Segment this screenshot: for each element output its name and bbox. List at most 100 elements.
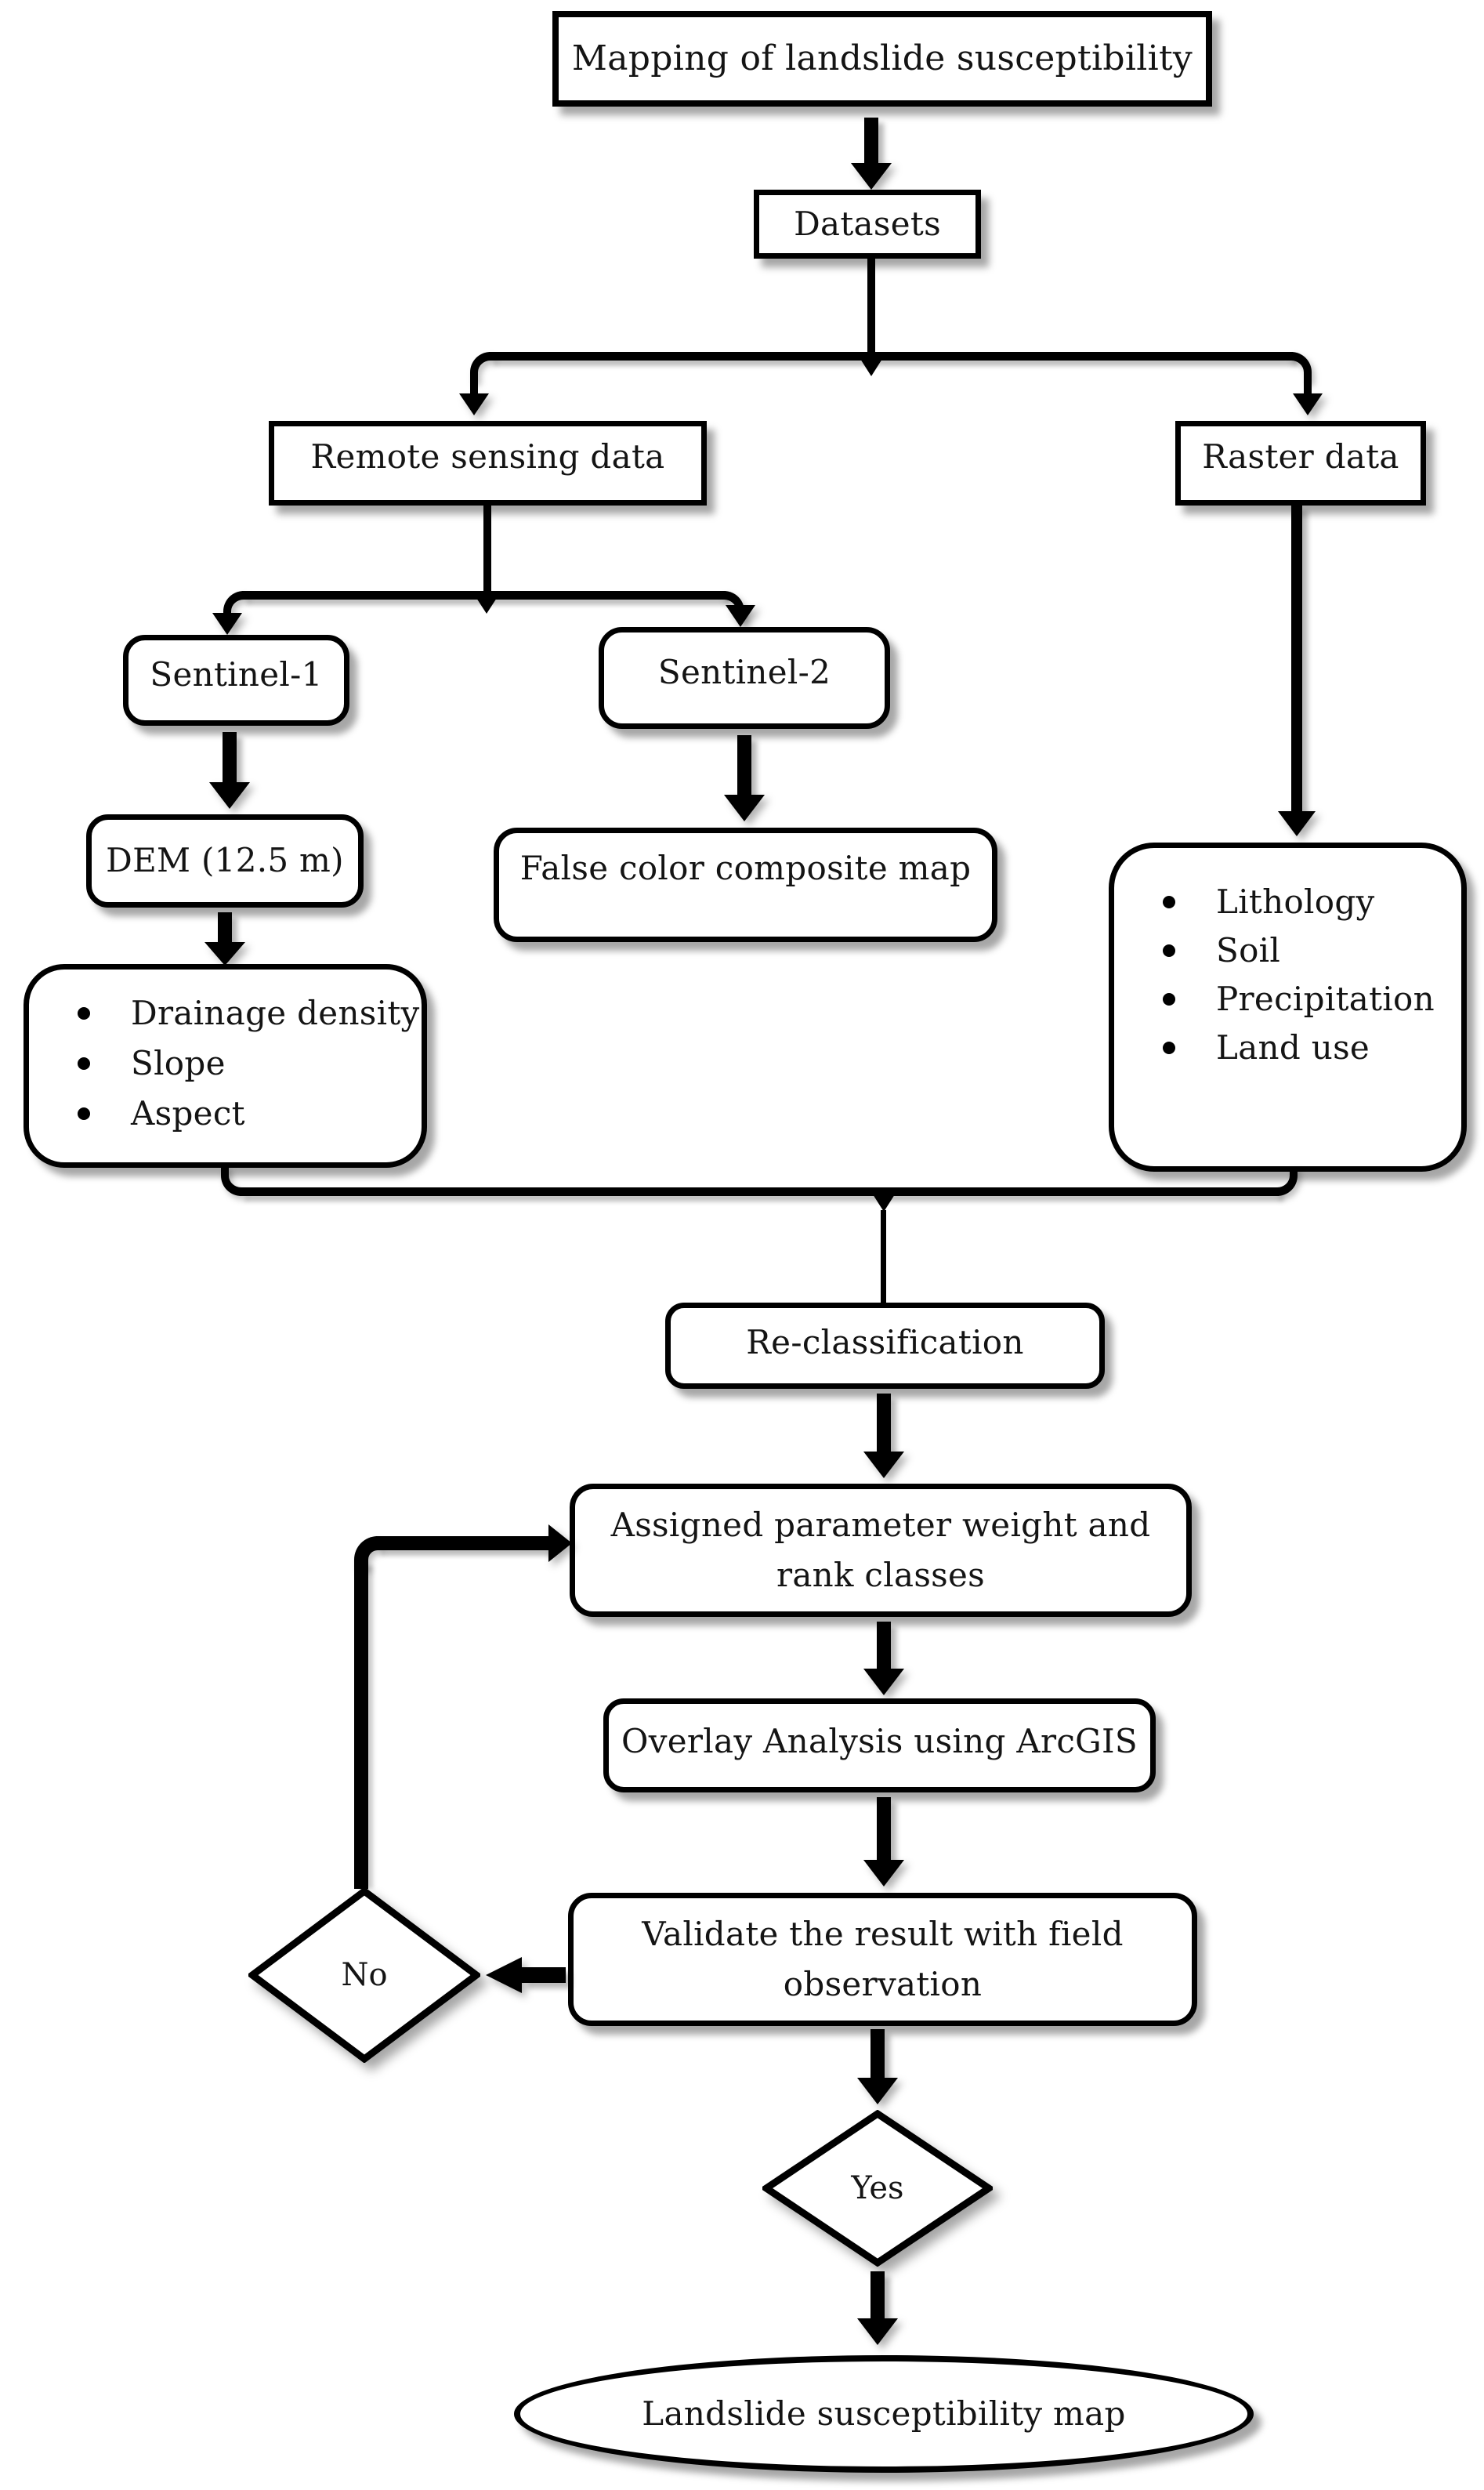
- loop-vline: [354, 1566, 368, 1889]
- node-raster-layers-list: Lithology Soil Precipitation Land use: [1109, 843, 1467, 1172]
- list-item-label: Lithology: [1216, 882, 1375, 921]
- list-item-label: Precipitation: [1216, 979, 1435, 1018]
- list-item-label: Aspect: [131, 1093, 245, 1133]
- split1-right-stub: [1304, 379, 1312, 395]
- arrow-s1-dem-stem: [223, 732, 237, 782]
- split2-hbar: [242, 591, 726, 600]
- arrow-s1-dem-head: [209, 782, 250, 809]
- arrow-assigned-overlay-head: [863, 1669, 904, 1695]
- split2-corner-left: [223, 591, 245, 621]
- list-item: Land use: [1114, 1024, 1370, 1072]
- arrow-s2-false-head: [724, 795, 765, 821]
- bullet-dot: [1163, 896, 1175, 908]
- no-diamond-label: No: [341, 1957, 388, 1993]
- split2-center-tail: [476, 598, 497, 614]
- bullet-dot: [78, 1057, 90, 1070]
- arrow-validate-no-stem: [522, 1967, 566, 1983]
- yes-diamond: Yes: [762, 2110, 993, 2267]
- node-reclassification: Re-classification: [665, 1303, 1105, 1389]
- node-output-map-label: Landslide susceptibility map: [642, 2394, 1126, 2433]
- node-datasets: Datasets: [754, 190, 981, 259]
- split1-center-tail: [860, 359, 882, 376]
- arrow-raster-bullets-head: [1278, 811, 1316, 836]
- node-title: Mapping of landslide susceptibility: [552, 11, 1212, 107]
- list-item-label: Slope: [131, 1043, 226, 1082]
- node-sentinel1: Sentinel-1: [123, 635, 349, 726]
- arrow-s2-false-stem: [737, 735, 751, 795]
- node-dem: DEM (12.5 m): [86, 814, 364, 908]
- list-item: Slope: [29, 1038, 226, 1089]
- list-item-label: Soil: [1216, 930, 1281, 970]
- arrow-assigned-overlay-stem: [877, 1622, 891, 1669]
- split2-right-head: [726, 605, 755, 627]
- node-overlay-analysis-label: Overlay Analysis using ArcGIS: [621, 1721, 1138, 1760]
- validate-line1: Validate the result with field: [642, 1915, 1124, 1953]
- arrow-dem-bullets-stem: [218, 912, 232, 942]
- loop-hline: [376, 1536, 548, 1550]
- list-item: Drainage density: [29, 988, 420, 1038]
- split1-left-stub: [470, 379, 478, 395]
- node-remote-sensing-label: Remote sensing data: [310, 437, 665, 476]
- merge-corner-left: [221, 1166, 241, 1196]
- bullet-dot: [1163, 993, 1175, 1006]
- no-diamond: No: [248, 1887, 480, 2063]
- arrow-validate-yes-head: [857, 2078, 898, 2104]
- bullet-dot: [1163, 944, 1175, 957]
- line-raster-bullets: [1291, 506, 1302, 811]
- list-item-label: Drainage density: [131, 993, 420, 1032]
- split1-right-head: [1293, 393, 1323, 415]
- arrow-reclass-assigned-stem: [877, 1394, 891, 1452]
- node-overlay-analysis: Overlay Analysis using ArcGIS: [603, 1698, 1156, 1792]
- merge-center-tail: [873, 1194, 895, 1212]
- list-item-label: Land use: [1216, 1028, 1370, 1067]
- assigned-line1: Assigned parameter weight and: [610, 1506, 1151, 1544]
- split1-hbar: [489, 352, 1293, 361]
- node-dem-derived-list: Drainage density Slope Aspect: [24, 964, 427, 1168]
- split2-left-head: [212, 613, 242, 635]
- arrow-dem-bullets-head: [205, 942, 245, 966]
- node-assigned-weight: Assigned parameter weight and rank class…: [570, 1484, 1192, 1617]
- node-raster-data-label: Raster data: [1202, 437, 1399, 476]
- loop-arrow-head: [548, 1524, 572, 1562]
- arrow-reclass-assigned-head: [863, 1452, 904, 1478]
- arrow-yes-output-head: [857, 2318, 898, 2345]
- list-item: Lithology: [1114, 878, 1375, 926]
- bullet-dot: [1163, 1042, 1175, 1054]
- node-false-color-label: False color composite map: [519, 848, 972, 887]
- node-validate: Validate the result with field observati…: [568, 1893, 1197, 2026]
- arrow-validate-no-head: [486, 1957, 522, 1993]
- merge-corner-right: [1277, 1166, 1298, 1196]
- node-raster-data: Raster data: [1175, 421, 1426, 506]
- yes-diamond-label: Yes: [851, 2170, 904, 2206]
- node-assigned-weight-label: Assigned parameter weight and rank class…: [611, 1500, 1151, 1600]
- node-datasets-label: Datasets: [794, 204, 941, 243]
- node-validate-label: Validate the result with field observati…: [642, 1909, 1124, 2010]
- split1-vstem: [867, 259, 875, 354]
- arrow-overlay-validate-head: [863, 1860, 904, 1887]
- node-remote-sensing: Remote sensing data: [269, 421, 707, 506]
- node-dem-label: DEM (12.5 m): [106, 841, 344, 880]
- node-title-label: Mapping of landslide susceptibility: [571, 38, 1193, 78]
- split1-left-head: [459, 393, 489, 415]
- arrow-overlay-validate-stem: [877, 1797, 891, 1860]
- assigned-line2: rank classes: [776, 1556, 986, 1594]
- node-sentinel2-label: Sentinel-2: [657, 652, 831, 691]
- arrow-validate-yes-stem: [870, 2029, 885, 2078]
- split1-corner-right: [1290, 352, 1312, 382]
- arrow-title-datasets-head: [851, 163, 892, 190]
- bullet-dot: [78, 1107, 90, 1120]
- split2-vstem: [483, 506, 491, 593]
- merge-vline: [881, 1210, 886, 1303]
- node-output-map: Landslide susceptibility map: [514, 2355, 1254, 2473]
- no-diamond-shape: [248, 1887, 480, 2063]
- merge-hbar: [240, 1187, 1279, 1196]
- split1-corner-left: [470, 352, 492, 382]
- list-item: Aspect: [29, 1089, 245, 1139]
- arrow-yes-output-stem: [870, 2271, 885, 2318]
- bullet-dot: [78, 1007, 90, 1020]
- node-reclassification-label: Re-classification: [746, 1322, 1024, 1361]
- arrow-title-datasets-stem: [864, 118, 878, 163]
- list-item: Precipitation: [1114, 975, 1435, 1024]
- node-false-color: False color composite map: [494, 828, 997, 942]
- node-sentinel2: Sentinel-2: [599, 627, 890, 729]
